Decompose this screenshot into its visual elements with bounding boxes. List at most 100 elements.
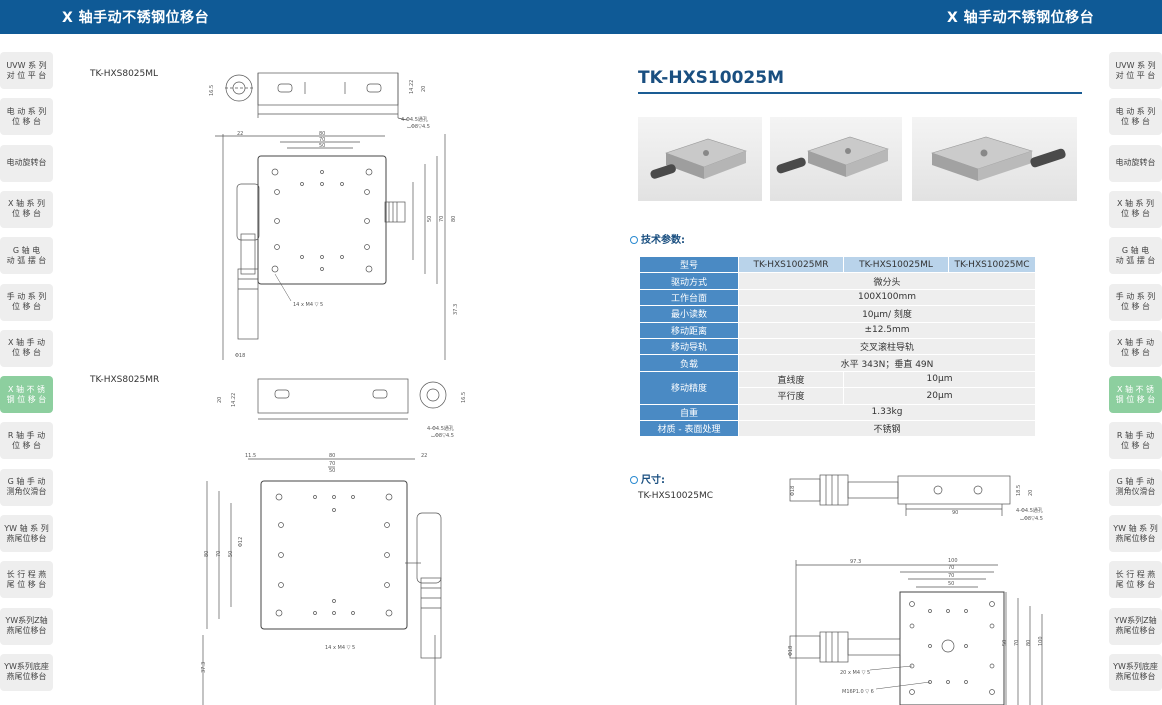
dim-text: 18.5 [1016, 485, 1022, 496]
table-cell: 最小读数 [640, 306, 738, 322]
dim-text: 16.5 [461, 392, 467, 403]
bullet-ring-icon [630, 236, 638, 244]
stage-side-body [897, 475, 1011, 505]
sidebar-tab[interactable]: 电 动 系 列 位 移 台 [0, 98, 53, 136]
table-row: 材质 - 表面处理不锈钢 [640, 420, 1035, 437]
table-cell: 100X100mm [739, 289, 1035, 306]
dim-text: 11.5 [245, 453, 256, 459]
sidebar-tab[interactable]: YW 轴 系 列 燕尾位移台 [0, 515, 53, 552]
technical-drawing-mc: Φ18 18.5 20 90 4-Φ4.5通孔 ⌴Φ8▽4.5 97.3 100… [788, 474, 1044, 705]
sidebar-tab[interactable]: 电动旋转台 [1109, 144, 1162, 182]
table-cell: 自重 [640, 404, 738, 420]
sidebar-tab[interactable]: X 轴 手 动 位 移 台 [1109, 329, 1162, 367]
dim-text: 80 [451, 216, 457, 222]
sidebar-tab[interactable]: 电动旋转台 [0, 144, 53, 182]
dim-text: Φ12 [238, 537, 244, 547]
sidebar-tab[interactable]: X 轴 不 锈 钢 位 移 台 [0, 376, 53, 414]
product-photo-ml [770, 117, 902, 201]
table-cell: 工作台面 [640, 289, 738, 306]
dim-text: 20 [421, 86, 427, 92]
stage-plan-top [899, 591, 1005, 705]
table-cell: 20μm [844, 388, 1035, 404]
table-cell: 10μm/ 刻度 [739, 306, 1035, 322]
sidebar-tab[interactable]: 电 动 系 列 位 移 台 [1109, 98, 1162, 136]
sidebar-tab[interactable]: X 轴 系 列 位 移 台 [1109, 190, 1162, 228]
dim-text: 97.3 [850, 559, 861, 565]
model-label-mc: TK-HXS10025MC [638, 491, 714, 501]
sidebar-tab[interactable]: 长 行 程 燕 尾 位 移 台 [1109, 561, 1162, 599]
table-cell: 型号 [640, 257, 738, 273]
sidebar-tab[interactable]: R 轴 手 动 位 移 台 [1109, 422, 1162, 460]
stage-plan-top [257, 155, 387, 285]
technical-drawing-ml: 16.5 14.22 20 4-Φ4.5通孔 ⌴Φ8▽4.5 22 80 70 … [209, 72, 459, 360]
dim-text: 50 [1002, 640, 1008, 646]
spec-section-heading: 技术参数: [630, 231, 685, 246]
dim-text: 70 [948, 565, 954, 571]
table-cell: 移动距离 [640, 322, 738, 338]
hole-note: 4-Φ4.5通孔 [1016, 507, 1043, 514]
sidebar-tab[interactable]: YW系列Z轴 燕尾位移台 [0, 607, 53, 645]
sidebar-tab[interactable]: R 轴 手 动 位 移 台 [0, 422, 53, 460]
dim-text: 50 [329, 468, 335, 474]
table-cell: 1.33kg [739, 404, 1035, 420]
model-label-ml: TK-HXS8025ML [90, 69, 159, 79]
sidebar-tab[interactable]: X 轴 系 列 位 移 台 [0, 190, 53, 228]
sidebar-tab[interactable]: YW系列Z轴 燕尾位移台 [1109, 607, 1162, 645]
dim-text: 80 [329, 453, 335, 459]
sidebar-tab[interactable]: UVW 系 列 对 位 平 台 [0, 52, 53, 89]
stage-plan-top [260, 480, 408, 630]
dim-text: 90 [952, 510, 958, 516]
stage-side-body [257, 72, 399, 106]
table-header-cell: TK-HXS10025MC [949, 257, 1035, 273]
hole-note: 4-Φ4.5通孔 [401, 116, 428, 123]
sidebar-tab[interactable]: G 轴 电 动 弧 摆 台 [0, 237, 53, 275]
sidebar-tab[interactable]: X 轴 手 动 位 移 台 [0, 329, 53, 367]
thread-note: M16P1.0 ▽ 6 [842, 689, 874, 695]
dim-section-label: 尺寸: [641, 475, 665, 486]
sidebar-tab[interactable]: YW系列底座 燕尾位移台 [1109, 653, 1162, 691]
table-cell: 10μm [844, 371, 1035, 388]
dim-text: 22 [421, 453, 427, 459]
micrometer-end-circle [225, 74, 253, 102]
sidebar-tab[interactable]: UVW 系 列 对 位 平 台 [1109, 52, 1162, 89]
dim-text: 100 [948, 558, 958, 564]
table-cell: 水平 343N；垂直 49N [739, 355, 1035, 371]
dim-text: 70 [439, 216, 445, 222]
thread-note: 14 x M4 ▽ 5 [293, 302, 323, 308]
table-row: 移动导轨交叉滚柱导轨 [640, 338, 1035, 355]
spec-section-label: 技术参数: [641, 235, 685, 246]
dim-text: 20 [217, 397, 223, 403]
header-left-title: X 轴手动不锈钢位移台 [62, 10, 210, 26]
dim-text: 80 [319, 131, 325, 137]
dim-text: 70 [329, 461, 335, 467]
sidebar-tab[interactable]: 手 动 系 列 位 移 台 [1109, 283, 1162, 321]
table-header-cell: TK-HXS10025ML [844, 257, 948, 273]
dim-text: Φ18 [788, 646, 794, 656]
dim-text: 70 [1014, 640, 1020, 646]
dim-text: 50 [427, 216, 433, 222]
sidebar-tab[interactable]: 手 动 系 列 位 移 台 [0, 283, 53, 321]
sidebar-tab[interactable]: G 轴 电 动 弧 摆 台 [1109, 237, 1162, 275]
table-cell: 平行度 [739, 388, 843, 404]
dim-text: 50 [948, 581, 954, 587]
table-row: 型号 TK-HXS10025MR TK-HXS10025ML TK-HXS100… [640, 257, 1035, 273]
table-cell: 负载 [640, 355, 738, 371]
sidebar-tab[interactable]: 长 行 程 燕 尾 位 移 台 [0, 561, 53, 599]
dim-text: 100 [1038, 636, 1044, 646]
cbore-note: ⌴Φ8▽4.5 [1020, 516, 1043, 522]
cbore-note: ⌴Φ8▽4.5 [407, 124, 430, 130]
table-row: 平行度 20μm [640, 388, 1035, 404]
sidebar-tab[interactable]: G 轴 手 动 测角仪滑台 [0, 468, 53, 506]
table-cell: 直线度 [739, 371, 843, 388]
header-bar: X 轴手动不锈钢位移台 X 轴手动不锈钢位移台 [0, 0, 1162, 34]
sidebar-tab[interactable]: G 轴 手 动 测角仪滑台 [1109, 468, 1162, 506]
sidebar-tab[interactable]: X 轴 不 锈 钢 位 移 台 [1109, 376, 1162, 414]
table-cell: 材质 - 表面处理 [640, 420, 738, 437]
table-cell: ±12.5mm [739, 322, 1035, 338]
thread-note: 14 x M4 ▽ 5 [325, 645, 355, 651]
sidebar-tab[interactable]: YW系列底座 燕尾位移台 [0, 653, 53, 691]
dim-text: 14.22 [231, 393, 237, 407]
sidebar-tab[interactable]: YW 轴 系 列 燕尾位移台 [1109, 515, 1162, 552]
